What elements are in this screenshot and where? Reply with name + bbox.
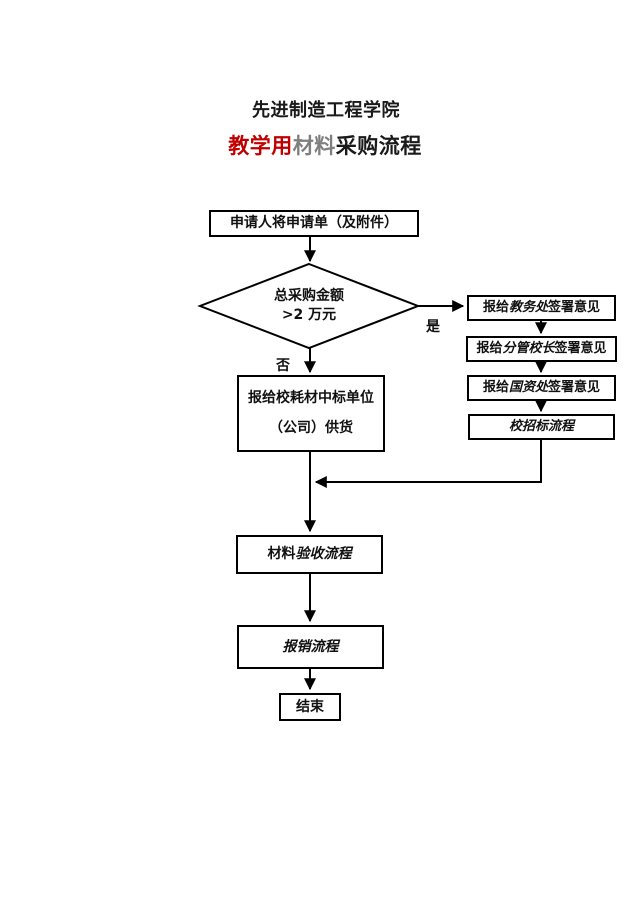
subtitle-run-black: 采购流程 bbox=[335, 134, 422, 158]
subtitle-highlight-red: 教学用 bbox=[228, 134, 293, 158]
node-acceptance: 材料验收流程 bbox=[236, 535, 383, 574]
review-vp-dept: 分管校长 bbox=[502, 341, 555, 357]
node-bidding-label: 校招标流程 bbox=[508, 419, 574, 435]
node-review-assets-label: 报给国资处签署意见 bbox=[483, 380, 600, 396]
decision-line1: 总采购金额 bbox=[274, 288, 344, 304]
node-apply: 申请人将申请单（及附件） bbox=[209, 210, 419, 237]
node-review-edu: 报给教务处签署意见 bbox=[467, 295, 616, 321]
page-subtitle: 教学用材料采购流程 bbox=[175, 130, 475, 160]
node-acceptance-label: 材料验收流程 bbox=[268, 546, 352, 563]
review-assets-dept: 国资处 bbox=[508, 380, 548, 396]
review-edu-prefix: 报给 bbox=[482, 300, 509, 316]
node-reimburse: 报销流程 bbox=[237, 625, 384, 669]
review-assets-prefix: 报给 bbox=[482, 380, 509, 396]
node-supply-line1: 报给校耗材中标单位 bbox=[248, 390, 374, 407]
node-supply-line2: （公司）供货 bbox=[269, 420, 353, 437]
decision-line2: >2 万元 bbox=[281, 307, 337, 323]
subtitle-run-gray: 材料 bbox=[292, 134, 336, 158]
decision-label: 总采购金额 >2 万元 bbox=[209, 287, 409, 325]
node-supply: 报给校耗材中标单位 （公司）供货 bbox=[237, 375, 385, 452]
review-assets-suffix: 签署意见 bbox=[548, 380, 601, 396]
node-apply-label: 申请人将申请单（及附件） bbox=[230, 215, 398, 232]
node-bidding: 校招标流程 bbox=[468, 414, 615, 440]
review-vp-suffix: 签署意见 bbox=[554, 341, 607, 357]
node-end: 结束 bbox=[279, 693, 341, 721]
node-review-assets: 报给国资处签署意见 bbox=[467, 375, 616, 401]
node-review-vp: 报给分管校长签署意见 bbox=[466, 336, 617, 362]
node-reimburse-label: 报销流程 bbox=[282, 638, 339, 655]
acceptance-rest: 验收流程 bbox=[295, 546, 352, 563]
node-review-edu-label: 报给教务处签署意见 bbox=[483, 300, 600, 316]
review-vp-prefix: 报给 bbox=[476, 341, 503, 357]
node-end-label: 结束 bbox=[296, 698, 324, 715]
branch-label-yes: 是 bbox=[426, 319, 440, 335]
review-edu-suffix: 签署意见 bbox=[548, 300, 601, 316]
acceptance-prefix: 材料 bbox=[267, 546, 296, 563]
node-review-vp-label: 报给分管校长签署意见 bbox=[476, 341, 606, 357]
page-title: 先进制造工程学院 bbox=[252, 100, 400, 121]
branch-label-no: 否 bbox=[276, 358, 290, 374]
review-edu-dept: 教务处 bbox=[508, 300, 548, 316]
